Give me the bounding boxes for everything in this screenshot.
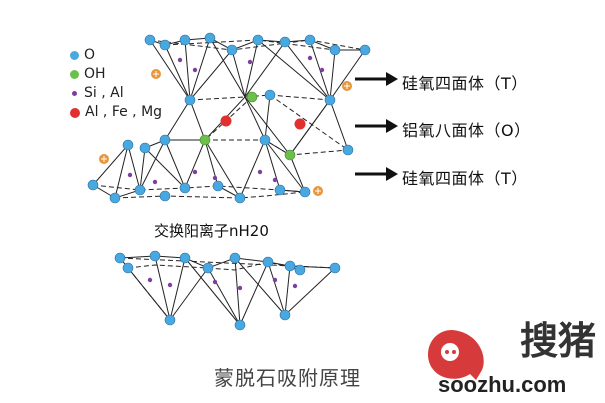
top-layer-label: 硅氧四面体（T） [402,74,528,93]
exchange-cation-label: 交换阳离子nH20 [154,222,269,240]
octahedral-sheet [164,94,349,156]
legend-label: O [84,47,96,63]
pig-logo-icon [428,330,484,380]
hydroxyl-groups [199,91,296,161]
legend: O OH Si , Al Al , Fe , Mg [70,46,162,122]
legend-item: Si , Al [70,84,162,103]
hydroxyl-dot-icon [70,70,79,79]
metal-dot-icon [70,107,80,118]
oxygen-dot-icon [70,51,79,60]
legend-label: Al , Fe , Mg [85,104,163,120]
watermark-url: soozhu.com [438,372,567,397]
arrow-icon-bottom [355,167,398,181]
legend-item: OH [70,65,162,84]
legend-item: O [70,46,162,65]
layer-arrows [355,72,398,181]
metal-atoms [220,115,306,130]
exchange-cations [99,69,352,196]
legend-label: Si , Al [84,85,124,101]
oxygen-atoms [87,32,371,331]
legend-label: OH [84,66,106,82]
watermark-brand: 搜猪 [520,318,597,363]
si-al-atoms [127,55,325,291]
diagram-caption: 蒙脱石吸附原理 [214,366,361,390]
arrow-icon-middle [355,119,398,133]
arrow-icon-top [355,72,398,86]
middle-layer-label: 铝氧八面体（O） [402,121,531,140]
bottom-layer-label: 硅氧四面体（T） [402,169,528,188]
legend-item: Al , Fe , Mg [70,103,162,122]
si-al-dot-icon [72,91,77,96]
